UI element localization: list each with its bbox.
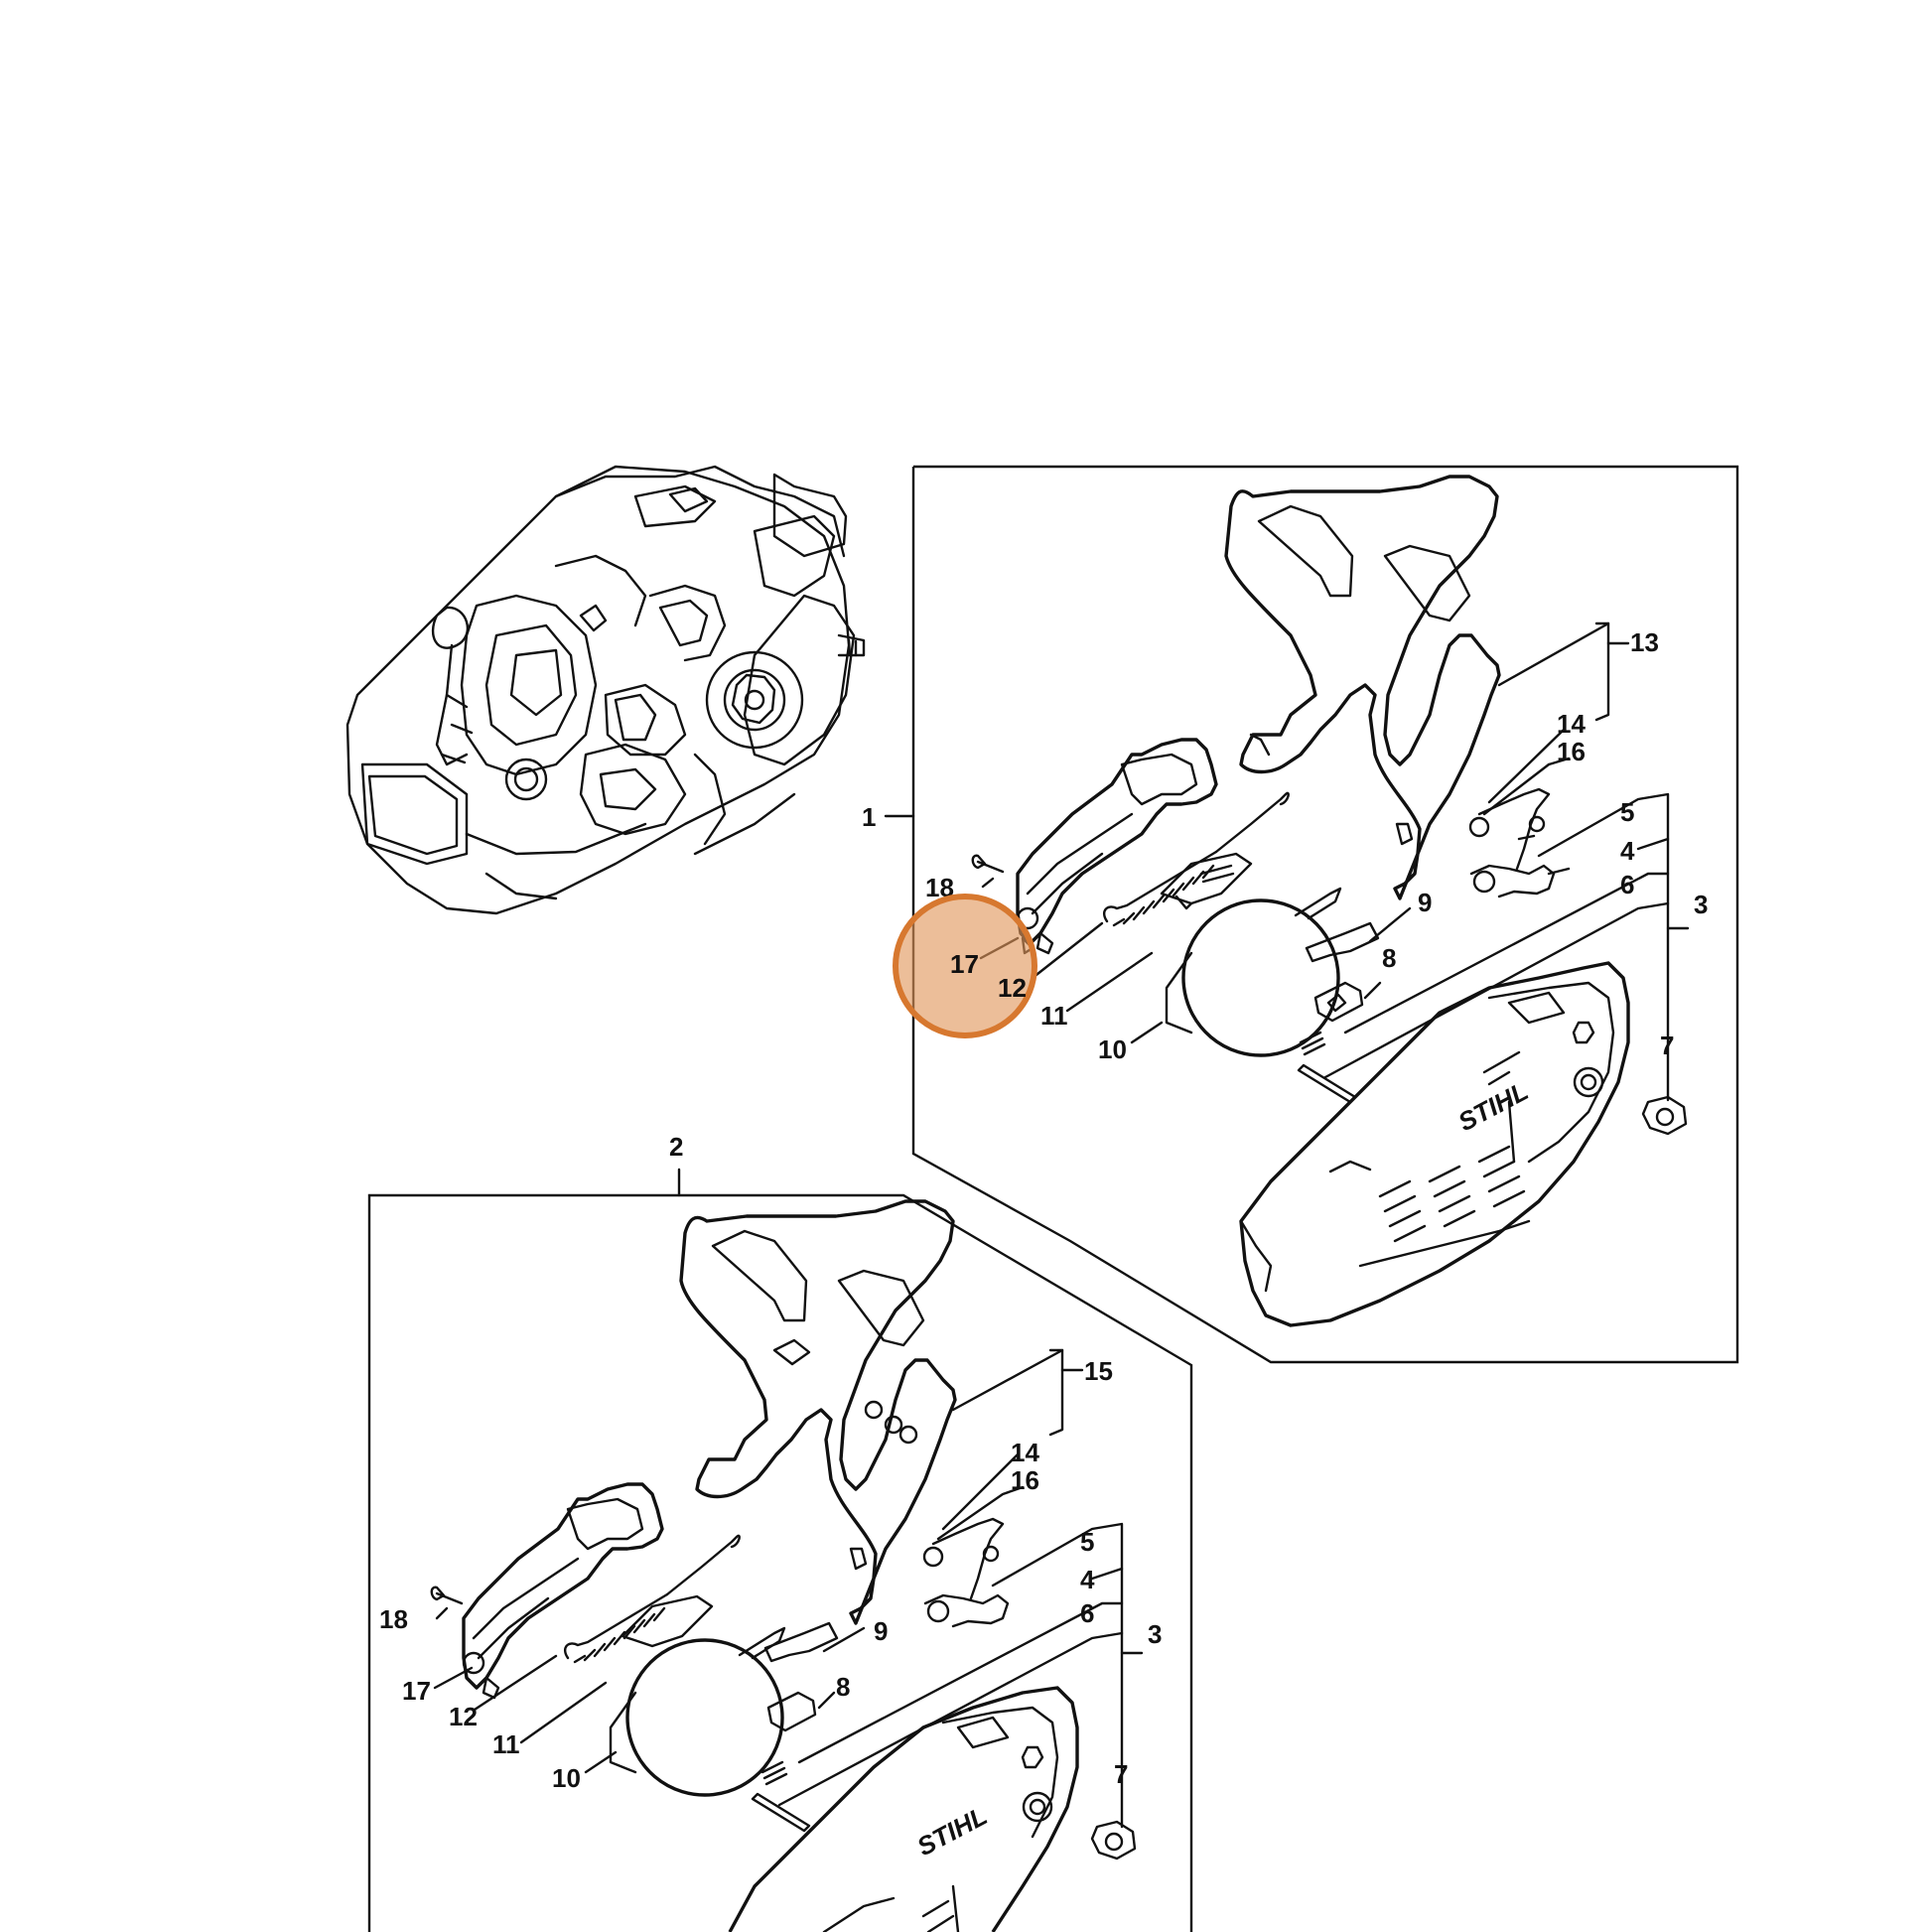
- callout-14: 14: [1557, 709, 1586, 739]
- group-2-assembly: 2: [367, 1132, 1193, 1932]
- part-6-spring: [1299, 1031, 1326, 1056]
- callout-13: 13: [1630, 627, 1659, 657]
- lever-pin: [1547, 867, 1571, 876]
- part-9-lever: [1305, 921, 1380, 963]
- spring-slide-part-2: [621, 1594, 714, 1648]
- callout-11-g2: 11: [492, 1729, 520, 1759]
- part-8-block-2: [766, 1691, 817, 1732]
- callout-14-g2: 14: [1011, 1438, 1039, 1467]
- callout-5-g2: 5: [1080, 1527, 1094, 1557]
- callout-3: 3: [1694, 890, 1708, 919]
- screw-18-part: [971, 854, 1005, 874]
- callout-11: 11: [1040, 1001, 1068, 1031]
- callout-7: 7: [1660, 1031, 1674, 1060]
- callout-4: 4: [1620, 836, 1635, 866]
- part-6-spring-2: [760, 1760, 788, 1786]
- callout-5: 5: [1620, 797, 1634, 827]
- callout-6-g2: 6: [1080, 1598, 1094, 1628]
- callout-12-g2: 12: [449, 1702, 478, 1731]
- callout-16: 16: [1557, 737, 1586, 766]
- callout-8-g2: 8: [836, 1672, 850, 1702]
- cover-logo: STIHL: [1453, 1076, 1533, 1138]
- screw-18-part-2: [430, 1586, 464, 1605]
- nut-7-part-2: [1090, 1820, 1137, 1861]
- highlight-marker[interactable]: [893, 894, 1037, 1038]
- group-2-label: 2: [669, 1132, 683, 1162]
- part-8-block: [1313, 981, 1364, 1023]
- callout-7-g2: 7: [1114, 1759, 1128, 1789]
- brake-housing-part: [1016, 738, 1218, 955]
- callout-3-g2: 3: [1148, 1619, 1162, 1649]
- callout-17-g2: 17: [402, 1676, 431, 1706]
- spring-slide-part: [1160, 852, 1253, 910]
- nut-7-part: [1641, 1095, 1688, 1136]
- part-9-lever-2: [763, 1621, 839, 1663]
- callout-6: 6: [1620, 870, 1634, 899]
- leader-13: [1497, 621, 1610, 722]
- callout-10-g2: 10: [552, 1763, 581, 1793]
- callout-15-g2: 15: [1084, 1356, 1113, 1386]
- callout-16-g2: 16: [1011, 1465, 1039, 1495]
- callout-10: 10: [1098, 1035, 1127, 1064]
- callout-8: 8: [1382, 943, 1396, 973]
- group-1-label: 1: [862, 802, 876, 832]
- part-pin: [1297, 1063, 1357, 1104]
- lever-14-16-part-2: [922, 1517, 1010, 1628]
- hand-guard-part: [1224, 475, 1501, 900]
- callout-17-over: 17: [950, 949, 979, 979]
- callout-9-g2: 9: [874, 1616, 888, 1646]
- callout-9: 9: [1418, 888, 1432, 917]
- chainsaw-engine-overview-icon: [345, 465, 866, 915]
- callout-18-g2: 18: [379, 1604, 408, 1634]
- callout-4-g2: 4: [1080, 1565, 1095, 1594]
- brake-spring-part-2: [564, 1534, 741, 1664]
- cover-logo-2: STIHL: [912, 1801, 992, 1863]
- brake-band-part: [1165, 887, 1342, 1057]
- lever-14-16-part: [1468, 787, 1556, 898]
- hand-guard-part-2: [679, 1199, 957, 1625]
- callout-12-over: 12: [998, 973, 1027, 1003]
- part-pin-2: [751, 1792, 811, 1833]
- brake-housing-part-2: [462, 1482, 664, 1700]
